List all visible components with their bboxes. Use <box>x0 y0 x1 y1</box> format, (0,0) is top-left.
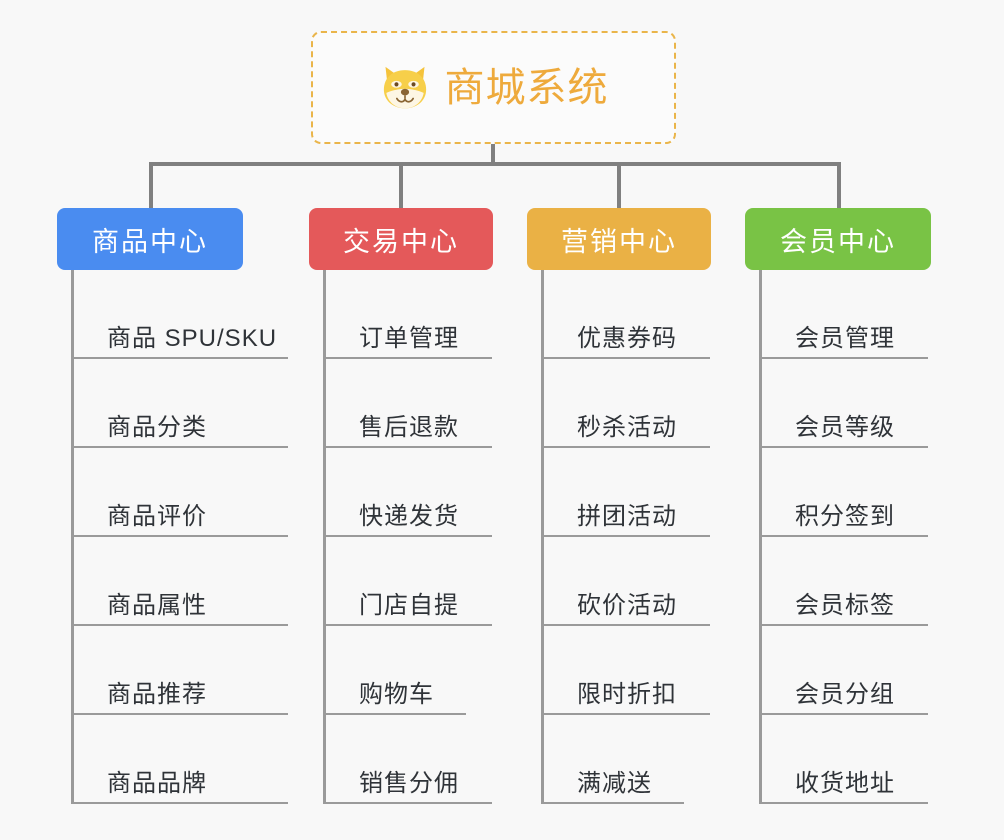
connector-horizontal-bus <box>149 162 841 166</box>
sub-item-list-3: 会员管理 会员等级 积分签到 会员标签 会员分组 收货地址 <box>759 270 928 804</box>
sub-item-label: 会员等级 <box>795 414 895 442</box>
sub-item-label: 商品分类 <box>107 414 207 442</box>
list-item[interactable]: 优惠券码 <box>544 270 710 359</box>
sub-item-label: 订单管理 <box>359 325 459 353</box>
category-box-3[interactable]: 会员中心 <box>745 208 931 270</box>
sub-item-label: 门店自提 <box>359 592 459 620</box>
sub-item-label: 商品 SPU/SKU <box>107 325 278 353</box>
sub-item-label: 会员管理 <box>795 325 895 353</box>
connector-drop-0 <box>149 162 153 208</box>
sub-item-label: 快递发货 <box>359 503 459 531</box>
root-node-card[interactable]: 商城系统 <box>311 31 676 144</box>
list-item[interactable]: 购物车 <box>326 626 466 715</box>
sub-item-list-1: 订单管理 售后退款 快递发货 门店自提 购物车 销售分佣 <box>323 270 492 804</box>
sub-item-label: 购物车 <box>359 681 434 709</box>
list-item[interactable]: 售后退款 <box>326 359 492 448</box>
sub-item-list-2: 优惠券码 秒杀活动 拼团活动 砍价活动 限时折扣 满减送 <box>541 270 710 804</box>
list-item[interactable]: 会员管理 <box>762 270 928 359</box>
sub-item-label: 砍价活动 <box>577 592 677 620</box>
category-box-2[interactable]: 营销中心 <box>527 208 711 270</box>
shiba-dog-face-icon <box>383 66 426 108</box>
category-label-1: 交易中心 <box>343 226 459 257</box>
list-item[interactable]: 商品推荐 <box>74 626 288 715</box>
list-item[interactable]: 销售分佣 <box>326 715 492 804</box>
connector-drop-2 <box>617 162 621 208</box>
list-item[interactable]: 快递发货 <box>326 448 492 537</box>
sub-item-label: 商品品牌 <box>107 770 207 798</box>
branch-column-交易中心: 交易中心 订单管理 售后退款 快递发货 门店自提 购物车 销售分佣 <box>309 208 493 804</box>
category-box-0[interactable]: 商品中心 <box>57 208 243 270</box>
list-item[interactable]: 商品品牌 <box>74 715 288 804</box>
list-item[interactable]: 门店自提 <box>326 537 492 626</box>
list-item[interactable]: 商品 SPU/SKU <box>74 270 288 359</box>
connector-root-stem <box>491 144 495 166</box>
category-label-3: 会员中心 <box>780 226 896 257</box>
sub-item-label: 售后退款 <box>359 414 459 442</box>
list-item[interactable]: 商品分类 <box>74 359 288 448</box>
list-item[interactable]: 会员等级 <box>762 359 928 448</box>
sub-item-label: 会员分组 <box>795 681 895 709</box>
sub-item-list-0: 商品 SPU/SKU 商品分类 商品评价 商品属性 商品推荐 商品品牌 <box>71 270 288 804</box>
list-item[interactable]: 满减送 <box>544 715 684 804</box>
category-box-1[interactable]: 交易中心 <box>309 208 493 270</box>
sub-item-label: 会员标签 <box>795 592 895 620</box>
sub-item-label: 满减送 <box>577 770 652 798</box>
category-label-2: 营销中心 <box>561 226 677 257</box>
list-item[interactable]: 砍价活动 <box>544 537 710 626</box>
sub-item-label: 销售分佣 <box>359 770 459 798</box>
branch-column-会员中心: 会员中心 会员管理 会员等级 积分签到 会员标签 会员分组 收货地址 <box>745 208 931 804</box>
sub-item-label: 优惠券码 <box>577 325 677 353</box>
category-label-0: 商品中心 <box>92 226 208 257</box>
list-item[interactable]: 收货地址 <box>762 715 928 804</box>
branch-column-商品中心: 商品中心 商品 SPU/SKU 商品分类 商品评价 商品属性 商品推荐 商品品牌 <box>57 208 288 804</box>
list-item[interactable]: 商品评价 <box>74 448 288 537</box>
list-item[interactable]: 订单管理 <box>326 270 492 359</box>
sub-item-label: 限时折扣 <box>577 681 677 709</box>
sub-item-label: 拼团活动 <box>577 503 677 531</box>
list-item[interactable]: 拼团活动 <box>544 448 710 537</box>
sub-item-label: 秒杀活动 <box>577 414 677 442</box>
sub-item-label: 商品评价 <box>107 503 207 531</box>
list-item[interactable]: 积分签到 <box>762 448 928 537</box>
root-node-title: 商城系统 <box>444 65 609 110</box>
list-item[interactable]: 秒杀活动 <box>544 359 710 448</box>
list-item[interactable]: 会员标签 <box>762 537 928 626</box>
list-item[interactable]: 会员分组 <box>762 626 928 715</box>
sub-item-label: 商品推荐 <box>107 681 207 709</box>
connector-drop-1 <box>399 162 403 208</box>
list-item[interactable]: 限时折扣 <box>544 626 710 715</box>
sub-item-label: 积分签到 <box>795 503 895 531</box>
list-item[interactable]: 商品属性 <box>74 537 288 626</box>
connector-drop-3 <box>837 162 841 208</box>
sub-item-label: 商品属性 <box>107 592 207 620</box>
branch-column-营销中心: 营销中心 优惠券码 秒杀活动 拼团活动 砍价活动 限时折扣 满减送 <box>527 208 711 804</box>
sub-item-label: 收货地址 <box>795 770 895 798</box>
